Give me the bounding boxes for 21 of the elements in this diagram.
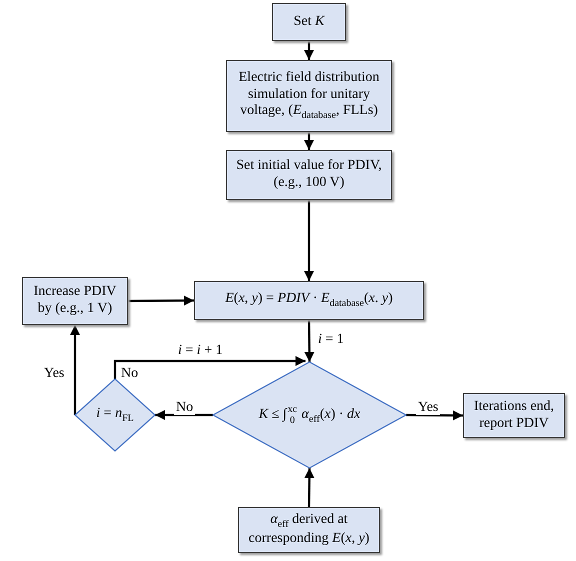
process-box: Electric field distribution simulation for unitary voltage, (E$_{database}$, FLLs) — [226, 60, 392, 132]
process-box: Iterations end, report PDIV — [463, 393, 565, 438]
arrow — [114, 356, 306, 379]
condition-text: i = n$_{FL}$ — [96, 406, 134, 424]
arrow — [70, 325, 80, 415]
process-box: Increase PDIV by (e.g., 1 V) — [22, 277, 128, 325]
arrow — [304, 41, 314, 60]
process-box: Set K — [272, 3, 346, 41]
arrow — [304, 320, 314, 362]
arrow — [304, 200, 314, 281]
process-box: Set initial value for PDIV, (e.g., 100 V) — [226, 150, 392, 200]
arrow — [128, 296, 194, 306]
edge-label: No — [174, 400, 196, 416]
arrow — [155, 410, 213, 420]
arrow — [304, 132, 314, 150]
arrow — [406, 410, 464, 420]
process-box: E(x, y) = PDIV · E$_{database}$(x. y) — [194, 281, 424, 320]
arrow — [304, 468, 314, 508]
condition-text: K ≤ ∫$_{0}$$^{xc}$ α$_{eff}$(x) · dx — [258, 404, 360, 426]
process-box: α$_{eff}$ derived at corresponding E(x, y) — [238, 507, 380, 553]
edge-label: Yes — [416, 400, 440, 416]
